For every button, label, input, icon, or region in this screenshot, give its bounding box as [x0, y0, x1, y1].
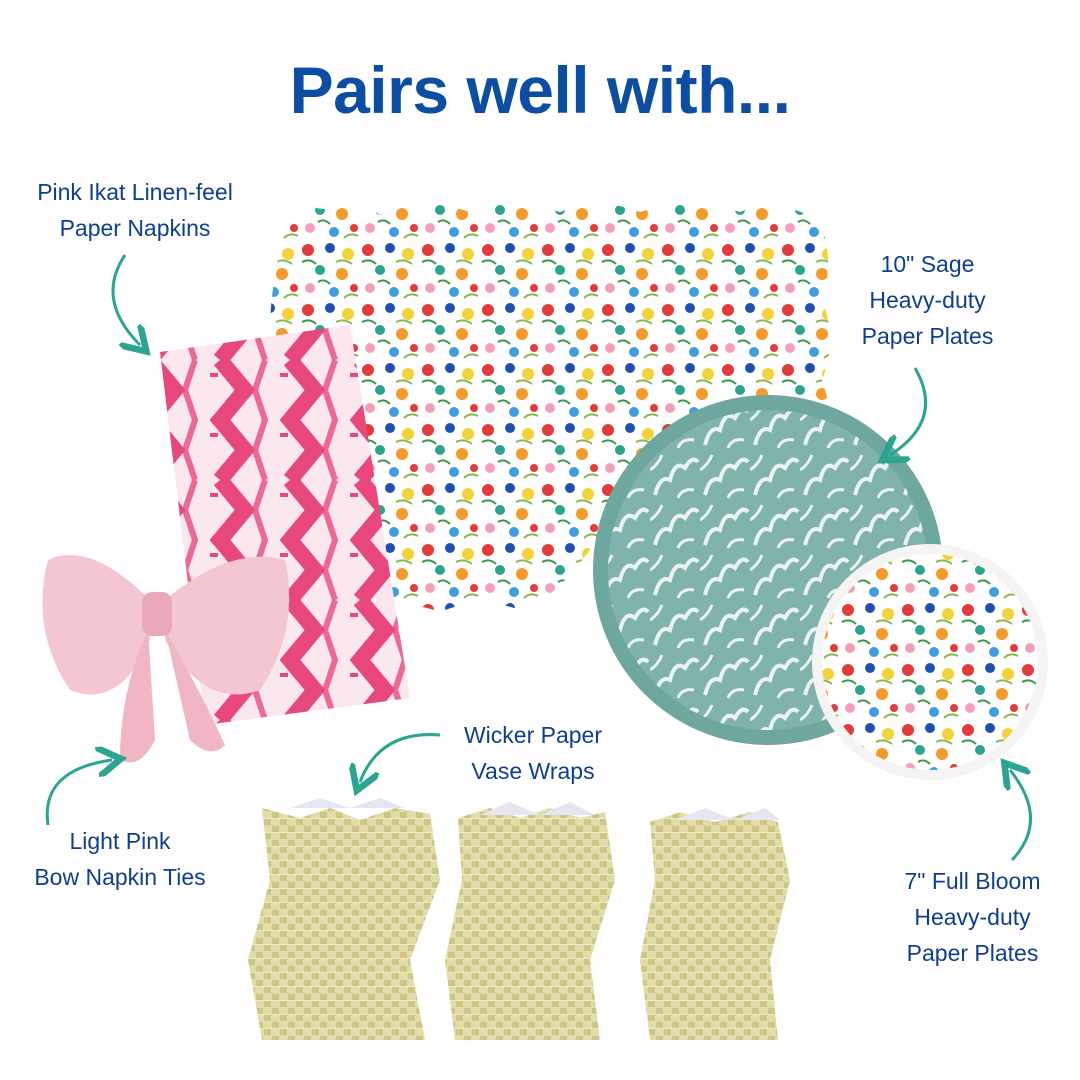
label-bloom-plates: 7" Full Bloom Heavy-duty Paper Plates — [870, 863, 1075, 971]
floral-placemat — [270, 204, 830, 612]
label-napkins: Pink Ikat Linen-feel Paper Napkins — [10, 174, 260, 246]
curved-arrow-icon — [111, 254, 140, 345]
wicker-vase-1 — [248, 798, 440, 1040]
label-sage-plates: 10" Sage Heavy-duty Paper Plates — [835, 246, 1020, 354]
label-line: 10" Sage — [880, 251, 975, 277]
label-line: Vase Wraps — [471, 758, 595, 784]
label-line: Paper Napkins — [59, 215, 211, 241]
full-bloom-plate — [812, 544, 1048, 780]
label-line: Heavy-duty — [914, 904, 1031, 930]
label-line: 7" Full Bloom — [904, 868, 1041, 894]
label-line: Pink Ikat Linen-feel — [37, 179, 233, 205]
label-line: Paper Plates — [906, 940, 1039, 966]
wicker-vase-3 — [640, 808, 790, 1040]
label-line: Paper Plates — [861, 323, 994, 349]
curved-arrow-icon — [890, 367, 928, 455]
label-line: Light Pink — [69, 828, 171, 854]
label-vase-wraps: Wicker Paper Vase Wraps — [438, 717, 628, 789]
curved-arrow-icon — [45, 760, 112, 826]
curved-arrow-icon — [1010, 770, 1032, 862]
curved-arrow-icon — [360, 733, 441, 782]
label-line: Bow Napkin Ties — [34, 864, 206, 890]
pink-bow — [42, 555, 290, 763]
label-line: Heavy-duty — [869, 287, 986, 313]
wicker-vase-2 — [445, 802, 615, 1040]
label-line: Wicker Paper — [463, 722, 603, 748]
label-bow-ties: Light Pink Bow Napkin Ties — [10, 823, 230, 895]
page-title: Pairs well with... — [289, 53, 791, 127]
